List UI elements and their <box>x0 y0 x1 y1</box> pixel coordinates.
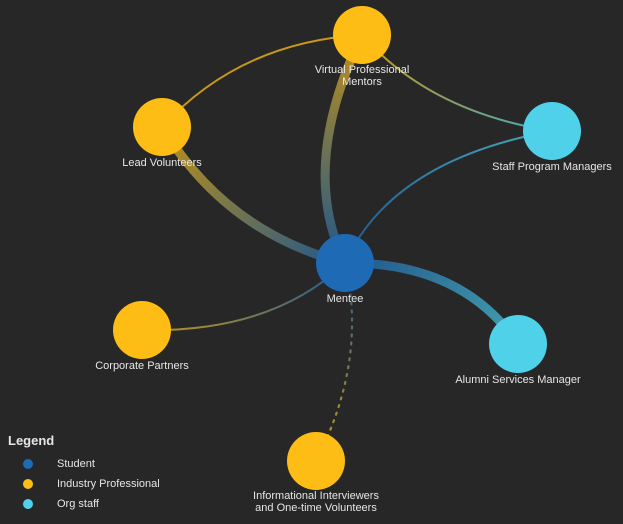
node-label-corporate: Corporate Partners <box>95 360 189 372</box>
legend-dot-industry-professional <box>23 479 33 489</box>
legend-label-student: Student <box>57 458 95 470</box>
node-alumni[interactable] <box>489 315 547 373</box>
node-corporate[interactable] <box>113 301 171 359</box>
legend-item-industry-professional: Industry Professional <box>8 474 160 494</box>
node-staff[interactable] <box>523 102 581 160</box>
link-mentee-lead <box>157 122 350 268</box>
node-label-staff: Staff Program Managers <box>492 161 612 173</box>
legend-dot-student <box>23 459 33 469</box>
node-label-alumni: Alumni Services Manager <box>455 374 581 386</box>
legend-label-org-staff: Org staff <box>57 498 99 510</box>
legend-item-student: Student <box>8 454 160 474</box>
node-label-mentee: Mentee <box>327 293 364 305</box>
legend: Legend Student Industry Professional Org… <box>8 433 160 514</box>
node-mentee[interactable] <box>316 234 374 292</box>
nodes-layer <box>113 6 581 490</box>
node-lead[interactable] <box>133 98 191 156</box>
legend-item-org-staff: Org staff <box>8 494 160 514</box>
node-label-lead: Lead Volunteers <box>122 157 202 169</box>
node-info[interactable] <box>287 432 345 490</box>
link-mentee-corporate <box>141 262 346 332</box>
legend-title: Legend <box>8 433 55 448</box>
link-mentee-staff <box>344 130 553 264</box>
legend-dot-org-staff <box>23 499 33 509</box>
link-virtual-staff <box>361 34 553 132</box>
legend-label-industry-professional: Industry Professional <box>57 478 160 490</box>
node-virtual[interactable] <box>333 6 391 64</box>
